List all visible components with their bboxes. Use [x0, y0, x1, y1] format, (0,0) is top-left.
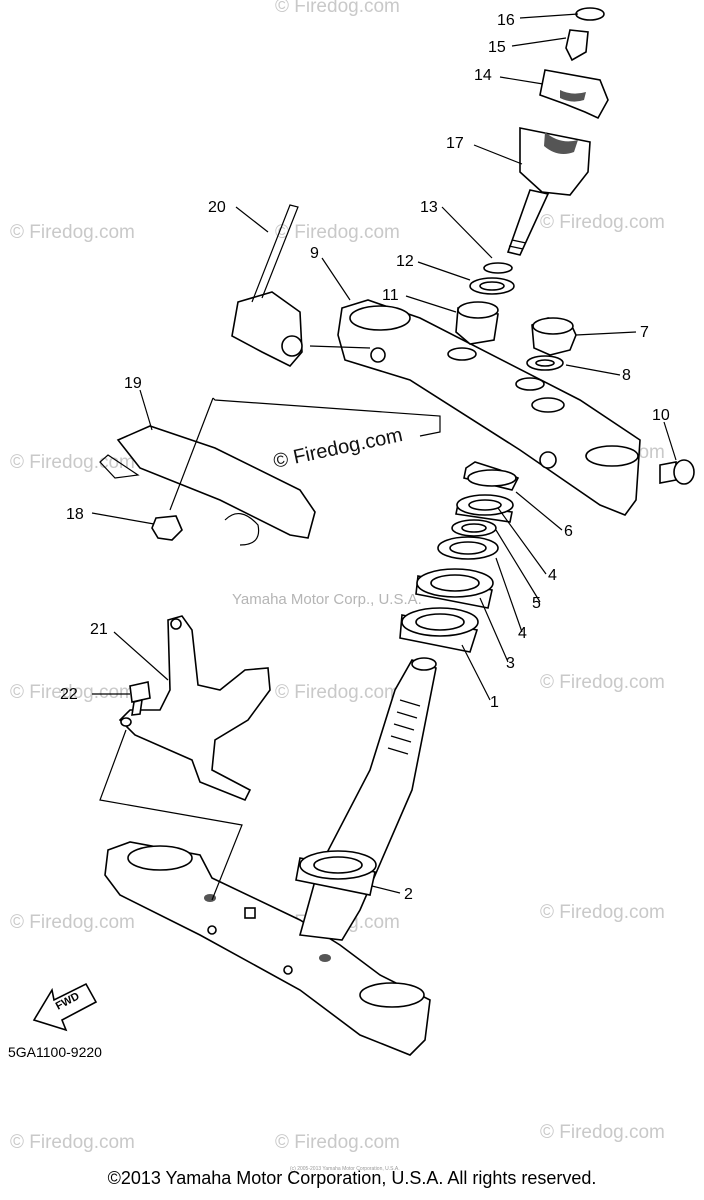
- leader-lines: [91, 13, 677, 894]
- lock-washer-6: [463, 461, 520, 491]
- callout-2: 2: [404, 886, 413, 903]
- callout-20: 20: [208, 199, 226, 216]
- upper-holder-14: [539, 69, 609, 120]
- callout-10: 10: [652, 407, 670, 424]
- stay-19: [99, 397, 441, 546]
- handlebar-holder-17: [506, 127, 591, 256]
- bolt-15: [565, 29, 589, 62]
- callout-15: 15: [488, 39, 506, 56]
- callout-19: 19: [124, 375, 142, 392]
- nut-18: [151, 515, 183, 541]
- watermark: © Firedog.com: [540, 672, 665, 693]
- watermark: © Firedog.com: [275, 0, 400, 17]
- center-watermark-firedog: © Firedog.com: [271, 424, 404, 473]
- watermark: © Firedog.com: [275, 682, 400, 703]
- cap-16: [575, 7, 605, 21]
- washer-5: [451, 519, 497, 537]
- callout-7: 7: [640, 324, 649, 341]
- lower-bracket: [104, 841, 431, 1056]
- watermark: © Firedog.com: [275, 222, 400, 243]
- watermark: © Firedog.com: [10, 1132, 135, 1153]
- watermark: © Firedog.com: [10, 452, 135, 473]
- bearing-2: [295, 850, 377, 896]
- bearing-1: [399, 607, 479, 653]
- stay-21: [99, 615, 271, 901]
- callout-12: 12: [396, 253, 414, 270]
- callouts: 16 15 14 17 13 20 9 12 11 7 8 10 19 6 18…: [60, 12, 670, 903]
- nut-7: [531, 317, 577, 356]
- bolt-22: [129, 681, 151, 716]
- callout-22: 22: [60, 686, 78, 703]
- watermark: © Firedog.com: [10, 682, 135, 703]
- callout-21: 21: [90, 621, 108, 638]
- watermark: © Firedog.com: [275, 1132, 400, 1153]
- callout-6: 6: [564, 523, 573, 540]
- callout-4: 4: [518, 625, 527, 642]
- cable-guide-20: [231, 204, 386, 367]
- washer-4: [437, 536, 499, 560]
- watermark: © Firedog.com: [540, 1122, 665, 1143]
- copyright-notice: ©2013 Yamaha Motor Corporation, U.S.A. A…: [107, 1168, 597, 1188]
- callout-4: 4: [548, 567, 557, 584]
- watermark: © Firedog.com: [540, 902, 665, 923]
- washer-13: [483, 262, 513, 274]
- watermark: © Firedog.com: [10, 222, 135, 243]
- washer-8: [526, 355, 564, 371]
- callout-13: 13: [420, 199, 438, 216]
- collar-11: [455, 301, 499, 345]
- callout-1: 1: [490, 694, 499, 711]
- callout-5: 5: [532, 595, 541, 612]
- watermark: © Firedog.com: [540, 212, 665, 233]
- callout-17: 17: [446, 135, 464, 152]
- callout-11: 11: [382, 287, 399, 304]
- bolt-10: [659, 459, 695, 485]
- race-3: [415, 568, 494, 609]
- watermark-grid: © Firedog.com © Firedog.com © Firedog.co…: [10, 0, 665, 1153]
- callout-8: 8: [622, 367, 631, 384]
- callout-18: 18: [66, 506, 84, 523]
- center-watermark-yamaha: Yamaha Motor Corp., U.S.A.: [232, 591, 422, 608]
- fwd-arrow-icon: FWD: [32, 982, 98, 1032]
- washer-12: [469, 277, 515, 295]
- callout-14: 14: [474, 67, 492, 84]
- callout-16: 16: [497, 12, 515, 29]
- ring-nut-4: [455, 494, 514, 523]
- watermark: © Firedog.com: [10, 912, 135, 933]
- tiny-copyright: (c) 2005-2013 Yamaha Motor Corporation, …: [290, 1166, 400, 1172]
- callout-3: 3: [506, 655, 515, 672]
- diagram-code: 5GA1100-9220: [8, 1044, 102, 1060]
- callout-9: 9: [310, 245, 319, 262]
- upper-bracket-9: [337, 299, 641, 516]
